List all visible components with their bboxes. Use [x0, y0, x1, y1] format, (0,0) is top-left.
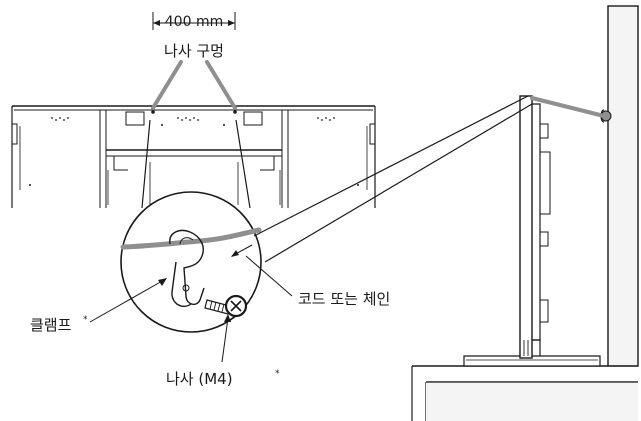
screw-holes-label: 나사 구멍 [164, 42, 224, 60]
screw-shape [204, 294, 248, 318]
detail-magnifier [120, 191, 262, 333]
side-view [411, 5, 639, 421]
wall [607, 5, 639, 367]
cord-or-chain-label: 코드 또는 체인 [298, 290, 390, 308]
screw-label: 나사 (M4) [166, 370, 233, 388]
dimension-callout [152, 12, 236, 30]
screw-hole-right [233, 110, 237, 114]
clamp-label: 클램프 [30, 316, 72, 334]
screw-hole-pointers [151, 60, 237, 110]
screw-hole-left [151, 110, 155, 114]
monitor-back-view [11, 105, 376, 208]
clamp-footnote-mark: * [83, 315, 88, 325]
spacing-label: 400 mm [165, 14, 223, 30]
safety-cord [530, 96, 606, 118]
side-view-guide-lines [253, 95, 533, 263]
screw-footnote-mark: * [275, 369, 280, 379]
magnifier-guide-lines [141, 119, 251, 209]
clamp-shape [169, 229, 205, 308]
